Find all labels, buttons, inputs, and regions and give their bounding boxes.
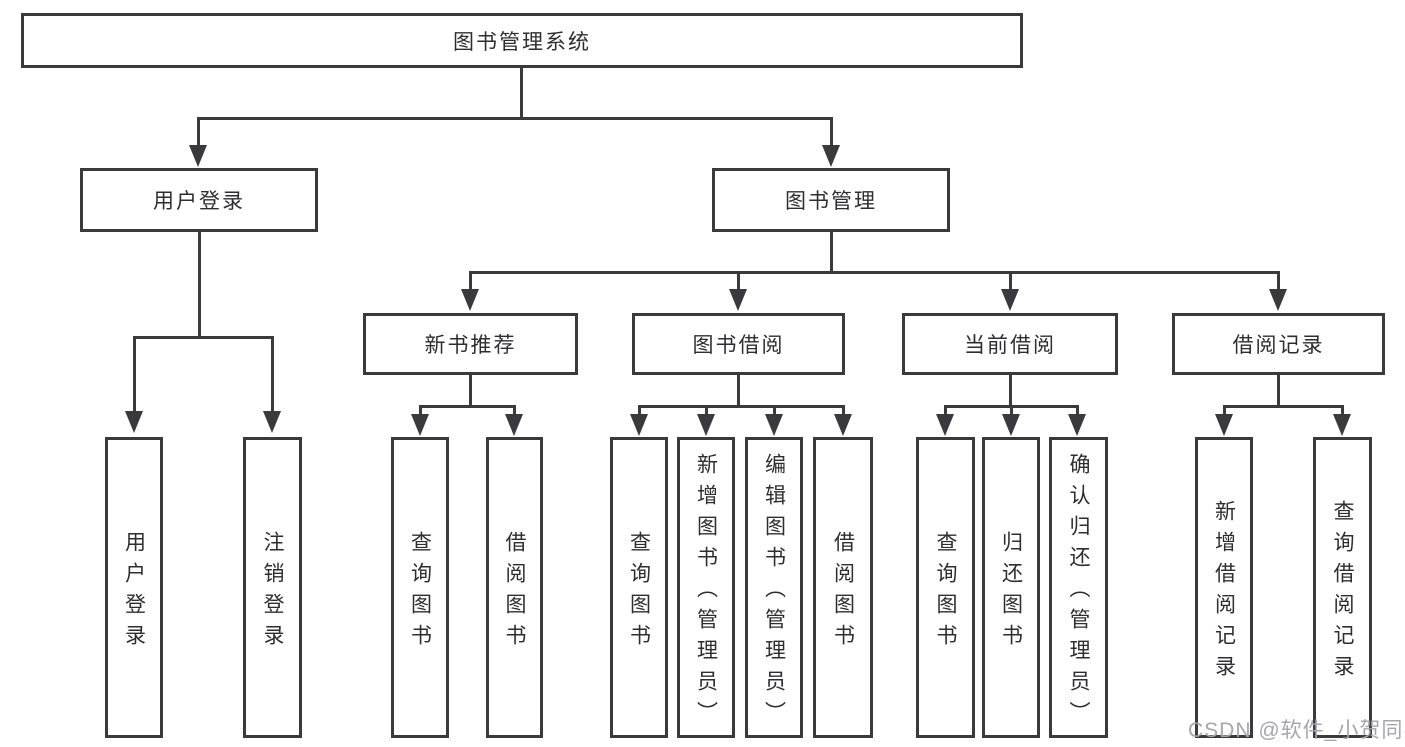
watermark-text: CSDN @软件_小贺同学	[1188, 719, 1405, 742]
leaf-add-borrow-record: 新增借阅记录	[1195, 437, 1253, 738]
node-label: 借阅记录	[1232, 334, 1325, 357]
node-label: 新增借阅记录	[1212, 499, 1236, 686]
connector-line	[469, 271, 1280, 274]
leaf-query-book-under-borrow: 查询图书	[610, 437, 668, 738]
connector-line	[842, 405, 845, 417]
node-book-management: 图书管理	[712, 168, 950, 232]
node-label: 借阅图书	[831, 530, 855, 655]
arrowhead-icon	[765, 414, 783, 436]
arrowhead-icon	[1269, 289, 1287, 311]
connector-line	[830, 232, 833, 274]
node-label: 图书管理系统	[453, 30, 591, 54]
connector-line	[469, 374, 472, 408]
node-borrow-records: 借阅记录	[1172, 313, 1385, 375]
node-new-book-recommend: 新书推荐	[363, 313, 578, 375]
leaf-add-book-admin: 新增图书（管理员）	[677, 437, 735, 738]
arrowhead-icon	[1215, 414, 1233, 436]
arrowhead-icon	[125, 411, 143, 433]
node-label: 编辑图书（管理员）	[762, 453, 786, 732]
node-label: 确认归还（管理员）	[1067, 453, 1090, 732]
connector-line	[419, 405, 422, 417]
connector-line	[944, 405, 947, 417]
leaf-return-book: 归还图书	[982, 437, 1040, 738]
leaf-logout-login: 注销登录	[243, 437, 302, 738]
arrowhead-icon	[729, 289, 747, 311]
connector-line	[1010, 405, 1013, 417]
node-label: 归还图书	[999, 530, 1023, 655]
connector-line	[419, 405, 516, 408]
node-label: 图书管理	[785, 190, 877, 213]
arrowhead-icon	[411, 414, 429, 436]
arrowhead-icon	[834, 414, 852, 436]
connector-line	[197, 117, 200, 147]
node-label: 图书借阅	[692, 334, 785, 357]
connector-line	[1009, 374, 1012, 408]
arrowhead-icon	[461, 289, 479, 311]
node-label: 查询图书	[408, 530, 432, 655]
connector-line	[773, 405, 776, 417]
node-label: 查询借阅记录	[1331, 499, 1354, 686]
connector-line	[1223, 405, 1226, 417]
node-label: 查询图书	[627, 530, 651, 655]
node-label: 用户登录	[153, 190, 245, 213]
arrowhead-icon	[630, 414, 648, 436]
connector-line	[1009, 271, 1012, 291]
connector-line	[520, 68, 523, 120]
connector-line	[198, 232, 201, 339]
leaf-query-book-under-current: 查询图书	[916, 437, 975, 738]
node-label: 借阅图书	[503, 530, 526, 655]
leaf-query-borrow-record: 查询借阅记录	[1313, 437, 1372, 738]
connector-line	[513, 405, 516, 417]
connector-line	[133, 336, 136, 412]
leaf-borrow-book-under-borrow: 借阅图书	[813, 437, 873, 738]
connector-line	[737, 271, 740, 291]
arrowhead-icon	[697, 414, 715, 436]
connector-line	[830, 117, 833, 147]
arrowhead-icon	[1002, 414, 1020, 436]
connector-line	[1076, 405, 1079, 417]
connector-line	[1223, 405, 1343, 408]
arrowhead-icon	[1333, 414, 1351, 436]
connector-line	[1341, 405, 1344, 417]
arrowhead-icon	[1001, 289, 1019, 311]
connector-line	[197, 117, 833, 120]
connector-line	[1277, 271, 1280, 291]
node-label: 当前借阅	[964, 334, 1056, 357]
connector-line	[705, 405, 708, 417]
connector-line	[133, 336, 274, 339]
node-book-borrow: 图书借阅	[632, 313, 845, 375]
arrowhead-icon	[1068, 414, 1086, 436]
leaf-confirm-return-admin: 确认归还（管理员）	[1049, 437, 1108, 738]
connector-line	[271, 336, 274, 412]
node-label: 注销登录	[261, 530, 284, 655]
node-label: 新书推荐	[424, 334, 517, 357]
arrowhead-icon	[263, 411, 281, 433]
node-root: 图书管理系统	[21, 13, 1023, 68]
arrowhead-icon	[189, 145, 207, 167]
leaf-borrow-book-under-recommend: 借阅图书	[486, 437, 543, 738]
arrowhead-icon	[822, 145, 840, 167]
node-label: 用户登录	[122, 530, 146, 655]
node-label: 新增图书（管理员）	[694, 453, 718, 732]
node-user-login: 用户登录	[80, 168, 318, 232]
leaf-query-book-under-recommend: 查询图书	[391, 437, 449, 738]
node-current-borrow: 当前借阅	[902, 313, 1118, 375]
connector-line	[638, 405, 844, 408]
connector-line	[638, 405, 641, 417]
node-label: 查询图书	[934, 530, 957, 655]
connector-line	[1277, 374, 1280, 408]
arrowhead-icon	[505, 414, 523, 436]
leaf-edit-book-admin: 编辑图书（管理员）	[745, 437, 803, 738]
connector-line	[737, 374, 740, 408]
connector-line	[469, 271, 472, 291]
arrowhead-icon	[936, 414, 954, 436]
leaf-user-login: 用户登录	[105, 437, 163, 738]
